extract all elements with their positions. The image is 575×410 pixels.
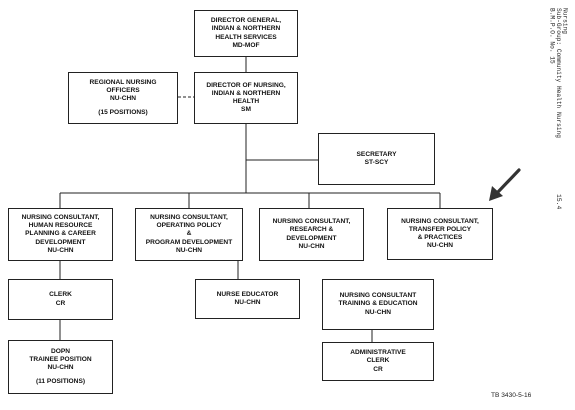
admin-line-3: CR [373, 365, 383, 373]
research-line-2: RESEARCH & [289, 226, 334, 234]
regional-line-1: REGIONAL NURSING [89, 78, 157, 86]
dopn-line-2: TRAINEE POSITION [29, 355, 92, 363]
box-consultant-human-resource: NURSING CONSULTANT, HUMAN RESOURCE PLANN… [8, 208, 113, 261]
secretary-line-1: SECRETARY [356, 150, 397, 158]
training-line-2: TRAINING & EDUCATION [338, 300, 418, 308]
box-director-of-nursing: DIRECTOR OF NURSING, INDIAN & NORTHERN H… [194, 72, 298, 124]
side-note-line-1: Nursing [561, 8, 569, 34]
admin-line-2: CLERK [366, 357, 390, 365]
dn-line-1: DIRECTOR OF NURSING, [206, 81, 286, 89]
dopn-positions: (11 POSITIONS) [35, 378, 86, 386]
transfer-line-3: & PRACTICES [417, 234, 463, 241]
box-regional-nursing-officers: REGIONAL NURSING OFFICERS NU-CHN (15 POS… [68, 72, 178, 124]
clerk-line-2: CR [55, 299, 66, 307]
hr-line-2: HUMAN RESOURCE [28, 222, 93, 230]
dopn-line-3: NU-CHN [47, 364, 74, 371]
transfer-line-2: TRANSFER POLICY [408, 225, 472, 233]
box-clerk: CLERK CR [8, 279, 113, 320]
box-nurse-educator: NURSE EDUCATOR NU-CHN [195, 279, 300, 319]
hr-line-1: NURSING CONSULTANT, [21, 214, 100, 222]
box-consultant-transfer-policy: NURSING CONSULTANT, TRANSFER POLICY & PR… [387, 208, 493, 260]
box-dopn-trainee: DOPN TRAINEE POSITION NU-CHN (11 POSITIO… [8, 340, 113, 394]
box-consultant-operating-policy: NURSING CONSULTANT, OPERATING POLICY & P… [135, 208, 243, 261]
dg-line-2: INDIAN & NORTHERN [211, 25, 281, 33]
policy-line-4: PROGRAM DEVELOPMENT [145, 238, 233, 246]
clerk-line-1: CLERK [49, 291, 72, 299]
box-consultant-training: NURSING CONSULTANT TRAINING & EDUCATION … [322, 279, 434, 330]
regional-line-3: NU-CHN [109, 95, 136, 102]
figure-reference: TB 3430-5-16 [491, 392, 532, 399]
admin-line-1: ADMINISTRATIVE [350, 349, 406, 357]
dg-line-4: MD-MOF [232, 41, 260, 49]
research-line-4: NU-CHN [298, 242, 325, 250]
dn-line-4: SM [241, 106, 251, 114]
box-director-general: DIRECTOR GENERAL, INDIAN & NORTHERN HEAL… [194, 10, 298, 57]
policy-line-5: NU-CHN [175, 246, 202, 254]
hr-line-5: NU-CHN [47, 246, 74, 254]
dopn-line-1: DOPN [50, 347, 71, 355]
side-note-group: Nursing Sub-Group: Community Health Nurs… [548, 8, 569, 138]
box-secretary: SECRETARY ST-SCY [318, 133, 435, 185]
educator-line-1: NURSE EDUCATOR [216, 290, 279, 298]
research-line-3: DEVELOPMENT [286, 234, 337, 242]
training-line-1: NURSING CONSULTANT [339, 292, 417, 300]
policy-line-1: NURSING CONSULTANT, [150, 214, 228, 222]
side-note-line-2: Sub-Group: Community Health Nursing [555, 8, 562, 138]
regional-positions: (15 POSITIONS) [98, 109, 148, 117]
hr-line-4: DEVELOPMENT [35, 238, 86, 246]
dn-line-3: HEALTH [232, 98, 260, 105]
dg-line-1: DIRECTOR GENERAL, [210, 17, 282, 25]
regional-line-2: OFFICERS [106, 86, 140, 94]
page-number: 15.4 [555, 194, 562, 210]
dg-line-3: HEALTH SERVICES [215, 33, 277, 41]
box-administrative-clerk: ADMINISTRATIVE CLERK CR [322, 342, 434, 381]
arrow-pointer-icon [489, 168, 521, 201]
educator-line-2: NU-CHN [234, 299, 261, 306]
research-line-1: NURSING CONSULTANT, [272, 218, 351, 226]
training-line-3: NU-CHN [364, 308, 391, 316]
policy-line-2: OPERATING POLICY [156, 222, 222, 230]
secretary-line-2: ST-SCY [364, 159, 389, 166]
policy-line-3: & [186, 230, 192, 238]
box-consultant-research: NURSING CONSULTANT, RESEARCH & DEVELOPME… [259, 208, 364, 261]
side-note-line-3: B.M.P.O. No. 15 [548, 8, 556, 64]
transfer-line-4: NU-CHN [426, 242, 453, 250]
dn-line-2: INDIAN & NORTHERN [211, 89, 281, 97]
hr-line-3: PLANNING & CAREER [25, 230, 96, 238]
transfer-line-1: NURSING CONSULTANT, [401, 217, 479, 225]
